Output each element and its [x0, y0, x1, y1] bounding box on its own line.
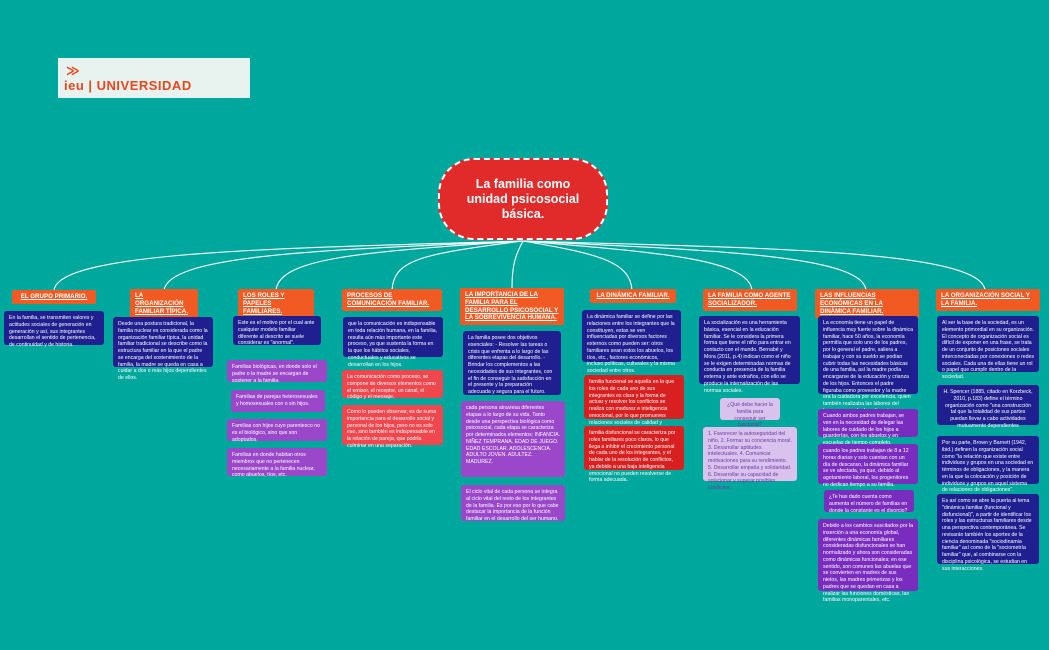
branch-header-importancia-familia[interactable]: LA IMPORTANCIA DE LA FAMILIA PARA EL DES…	[460, 288, 564, 325]
note-organizacion-social-1[interactable]: Al ser la base de la sociedad, es un ele…	[937, 316, 1039, 380]
note-economia-1[interactable]: La economía tiene un papel de influencia…	[818, 316, 918, 421]
central-topic-title: La familia como unidad psicosocial básic…	[466, 176, 580, 221]
note-roles-1[interactable]: Este es el motivo por el cual ante cualq…	[233, 316, 321, 346]
note-dinamica-2[interactable]: familia funcional se aquella en la que l…	[584, 375, 684, 432]
note-importancia-2[interactable]: cada persona atraviesa diferentes etapas…	[461, 401, 565, 477]
logo-text: ieu | UNIVERSIDAD	[64, 78, 192, 93]
note-roles-3[interactable]: Familias de parejas heterosexuales y hom…	[231, 390, 325, 412]
university-logo: ≫ ieu | UNIVERSIDAD	[58, 58, 250, 98]
note-organizacion-social-2[interactable]: H. Spencer (1885, citado en Korzbeck, 20…	[937, 385, 1039, 429]
branch-header-agente-socializador[interactable]: LA FAMILIA COMO AGENTE SOCIALIZADOR.	[703, 289, 797, 311]
logo-mark-icon: ≫	[66, 64, 80, 79]
note-comunicacion-1[interactable]: que la comunicación es indispensable en …	[343, 317, 443, 368]
note-organizacion-familiar-1[interactable]: Desde una postura tradicional, la famili…	[113, 317, 213, 381]
note-economia-5[interactable]: Debido a los cambios suscitados por la i…	[818, 519, 918, 603]
branch-header-roles-familiares[interactable]: LOS ROLES Y PAPELES FAMILIARES.	[238, 289, 314, 319]
note-economia-4[interactable]: ¿Te has dado cuenta como aumenta el núme…	[824, 490, 914, 514]
note-comunicacion-3[interactable]: Como lo pueden observar, es de suma impo…	[342, 405, 443, 449]
note-roles-4[interactable]: Familias con hijos cuyo parentesco no es…	[227, 419, 327, 443]
note-economia-3[interactable]: cuando los padres trabajan de 8 a 12 hor…	[818, 444, 918, 488]
note-economia-2[interactable]: Cuando ambos padres trabajan, se ven en …	[818, 409, 918, 446]
branch-header-organizacion-social[interactable]: LA ORGANIZACIÓN SOCIAL Y LA FAMILIA.	[936, 289, 1040, 311]
note-organizacion-social-4[interactable]: Es así como se abre la puerta al tema "d…	[937, 494, 1039, 572]
branch-header-dinamica-familiar[interactable]: LA DINÁMICA FAMILIAR.	[590, 289, 676, 303]
note-importancia-3[interactable]: El ciclo vital de cada persona se integr…	[461, 485, 565, 522]
note-roles-2[interactable]: Familias biológicas, en donde solo el pa…	[227, 360, 327, 384]
branch-header-organizacion-familiar[interactable]: LA ORGANIZACIÓN FAMILIAR TÍPICA.	[130, 289, 198, 319]
note-socializador-1[interactable]: La socialización es una herramienta bási…	[699, 316, 800, 394]
branch-header-comunicacion[interactable]: PROCESOS DE COMUNICACIÓN FAMILIAR.	[342, 289, 442, 311]
branch-header-influencias-economicas[interactable]: LAS INFLUENCIAS ECONÓMICAS EN LA DINÁMIC…	[815, 289, 919, 319]
note-socializador-3[interactable]: 1. Favorecer la autoseguridad del niño. …	[703, 427, 797, 491]
note-organizacion-social-3[interactable]: Por su parte, Brown y Barnett (1942, ibi…	[937, 436, 1039, 493]
note-socializador-2[interactable]: ¿Qué debe hacer la familia para consegui…	[720, 398, 780, 428]
note-comunicacion-2[interactable]: La comunicación como proceso, se compone…	[342, 370, 443, 400]
central-topic[interactable]: La familia como unidad psicosocial básic…	[438, 158, 608, 240]
note-dinamica-3[interactable]: familia disfuncional se caracteriza por …	[584, 426, 684, 483]
branch-header-grupo-primario[interactable]: EL GRUPO PRIMARIO.	[12, 290, 96, 304]
note-grupo-primario-1[interactable]: En la familia, se transmiten valores y a…	[4, 311, 104, 348]
note-dinamica-1[interactable]: La dinámica familiar se define por las r…	[582, 310, 681, 374]
note-importancia-1[interactable]: La familia posee dos objetivos esenciale…	[463, 331, 561, 395]
note-roles-5[interactable]: Familias en donde habitan otros miembros…	[227, 448, 327, 478]
